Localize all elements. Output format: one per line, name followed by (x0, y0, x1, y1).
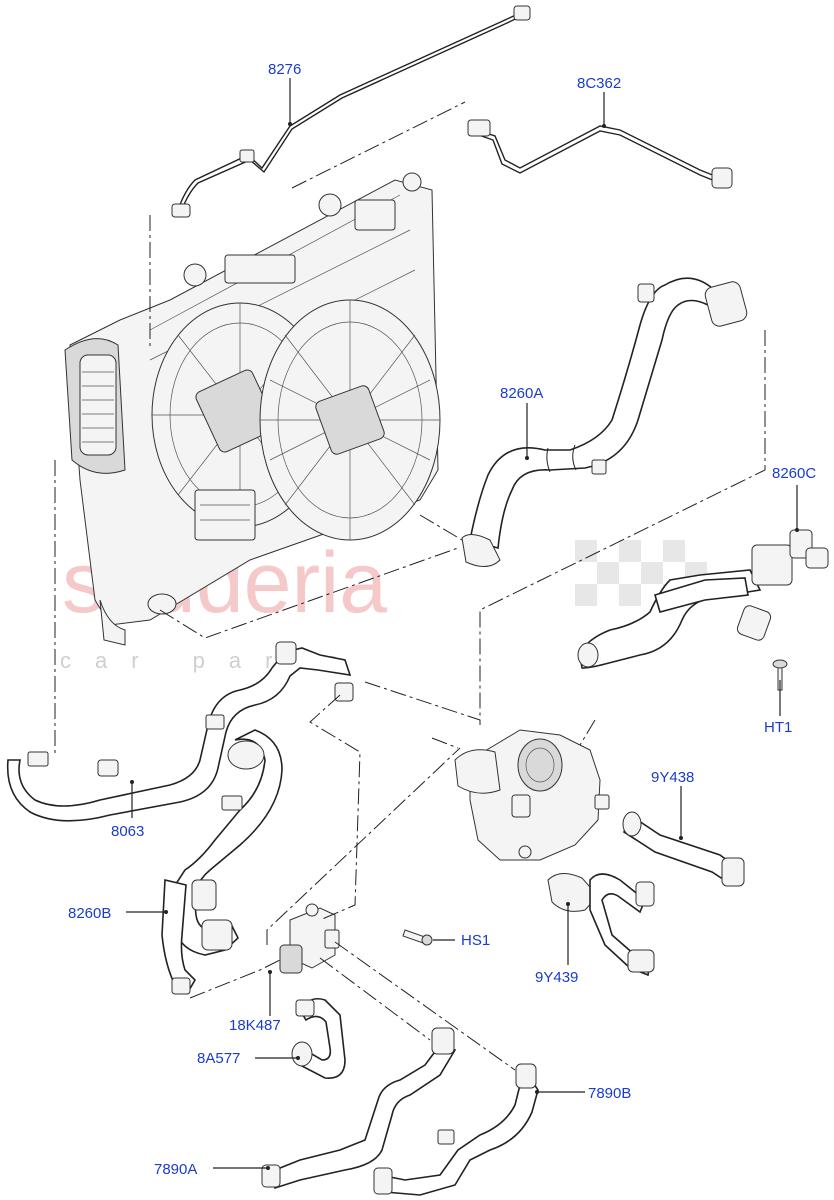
callout-8260C: 8260C (772, 465, 816, 482)
callout-8276: 8276 (268, 61, 301, 78)
callout-18K487: 18K487 (229, 1017, 281, 1034)
hose-9Y438 (622, 811, 745, 887)
radiator-fan-assembly (64, 172, 441, 646)
pipe-8276 (171, 5, 531, 218)
callout-7890A: 7890A (154, 1161, 197, 1178)
callout-7890B: 7890B (588, 1085, 631, 1102)
valve-18K487 (279, 903, 340, 974)
callout-HS1: HS1 (461, 932, 490, 949)
callout-HT1: HT1 (764, 719, 792, 736)
leader-lines (126, 78, 799, 1170)
hose-8063 (6, 641, 354, 822)
hose-8A577 (291, 997, 346, 1079)
bolt-HS1 (402, 929, 433, 946)
thermostat-housing (454, 729, 610, 861)
callout-8260A: 8260A (500, 385, 543, 402)
hose-8260A (461, 277, 748, 567)
callout-8063: 8063 (111, 823, 144, 840)
callout-9Y439: 9Y439 (535, 969, 578, 986)
callout-8260B: 8260B (68, 905, 111, 922)
hose-9Y439 (547, 873, 655, 977)
connection-lines (54, 101, 766, 1071)
callout-8C362: 8C362 (577, 75, 621, 92)
pipe-8C362 (467, 119, 733, 189)
callout-9Y438: 9Y438 (651, 769, 694, 786)
callout-labels: 8276 8C362 8260A 8260C HT1 9Y438 8063 82… (68, 61, 816, 1178)
hose-8260B (161, 729, 283, 995)
hose-7890B (373, 1063, 539, 1196)
hose-7890A (261, 1027, 457, 1190)
hose-8260C (577, 529, 829, 691)
callout-8A577: 8A577 (197, 1050, 240, 1067)
